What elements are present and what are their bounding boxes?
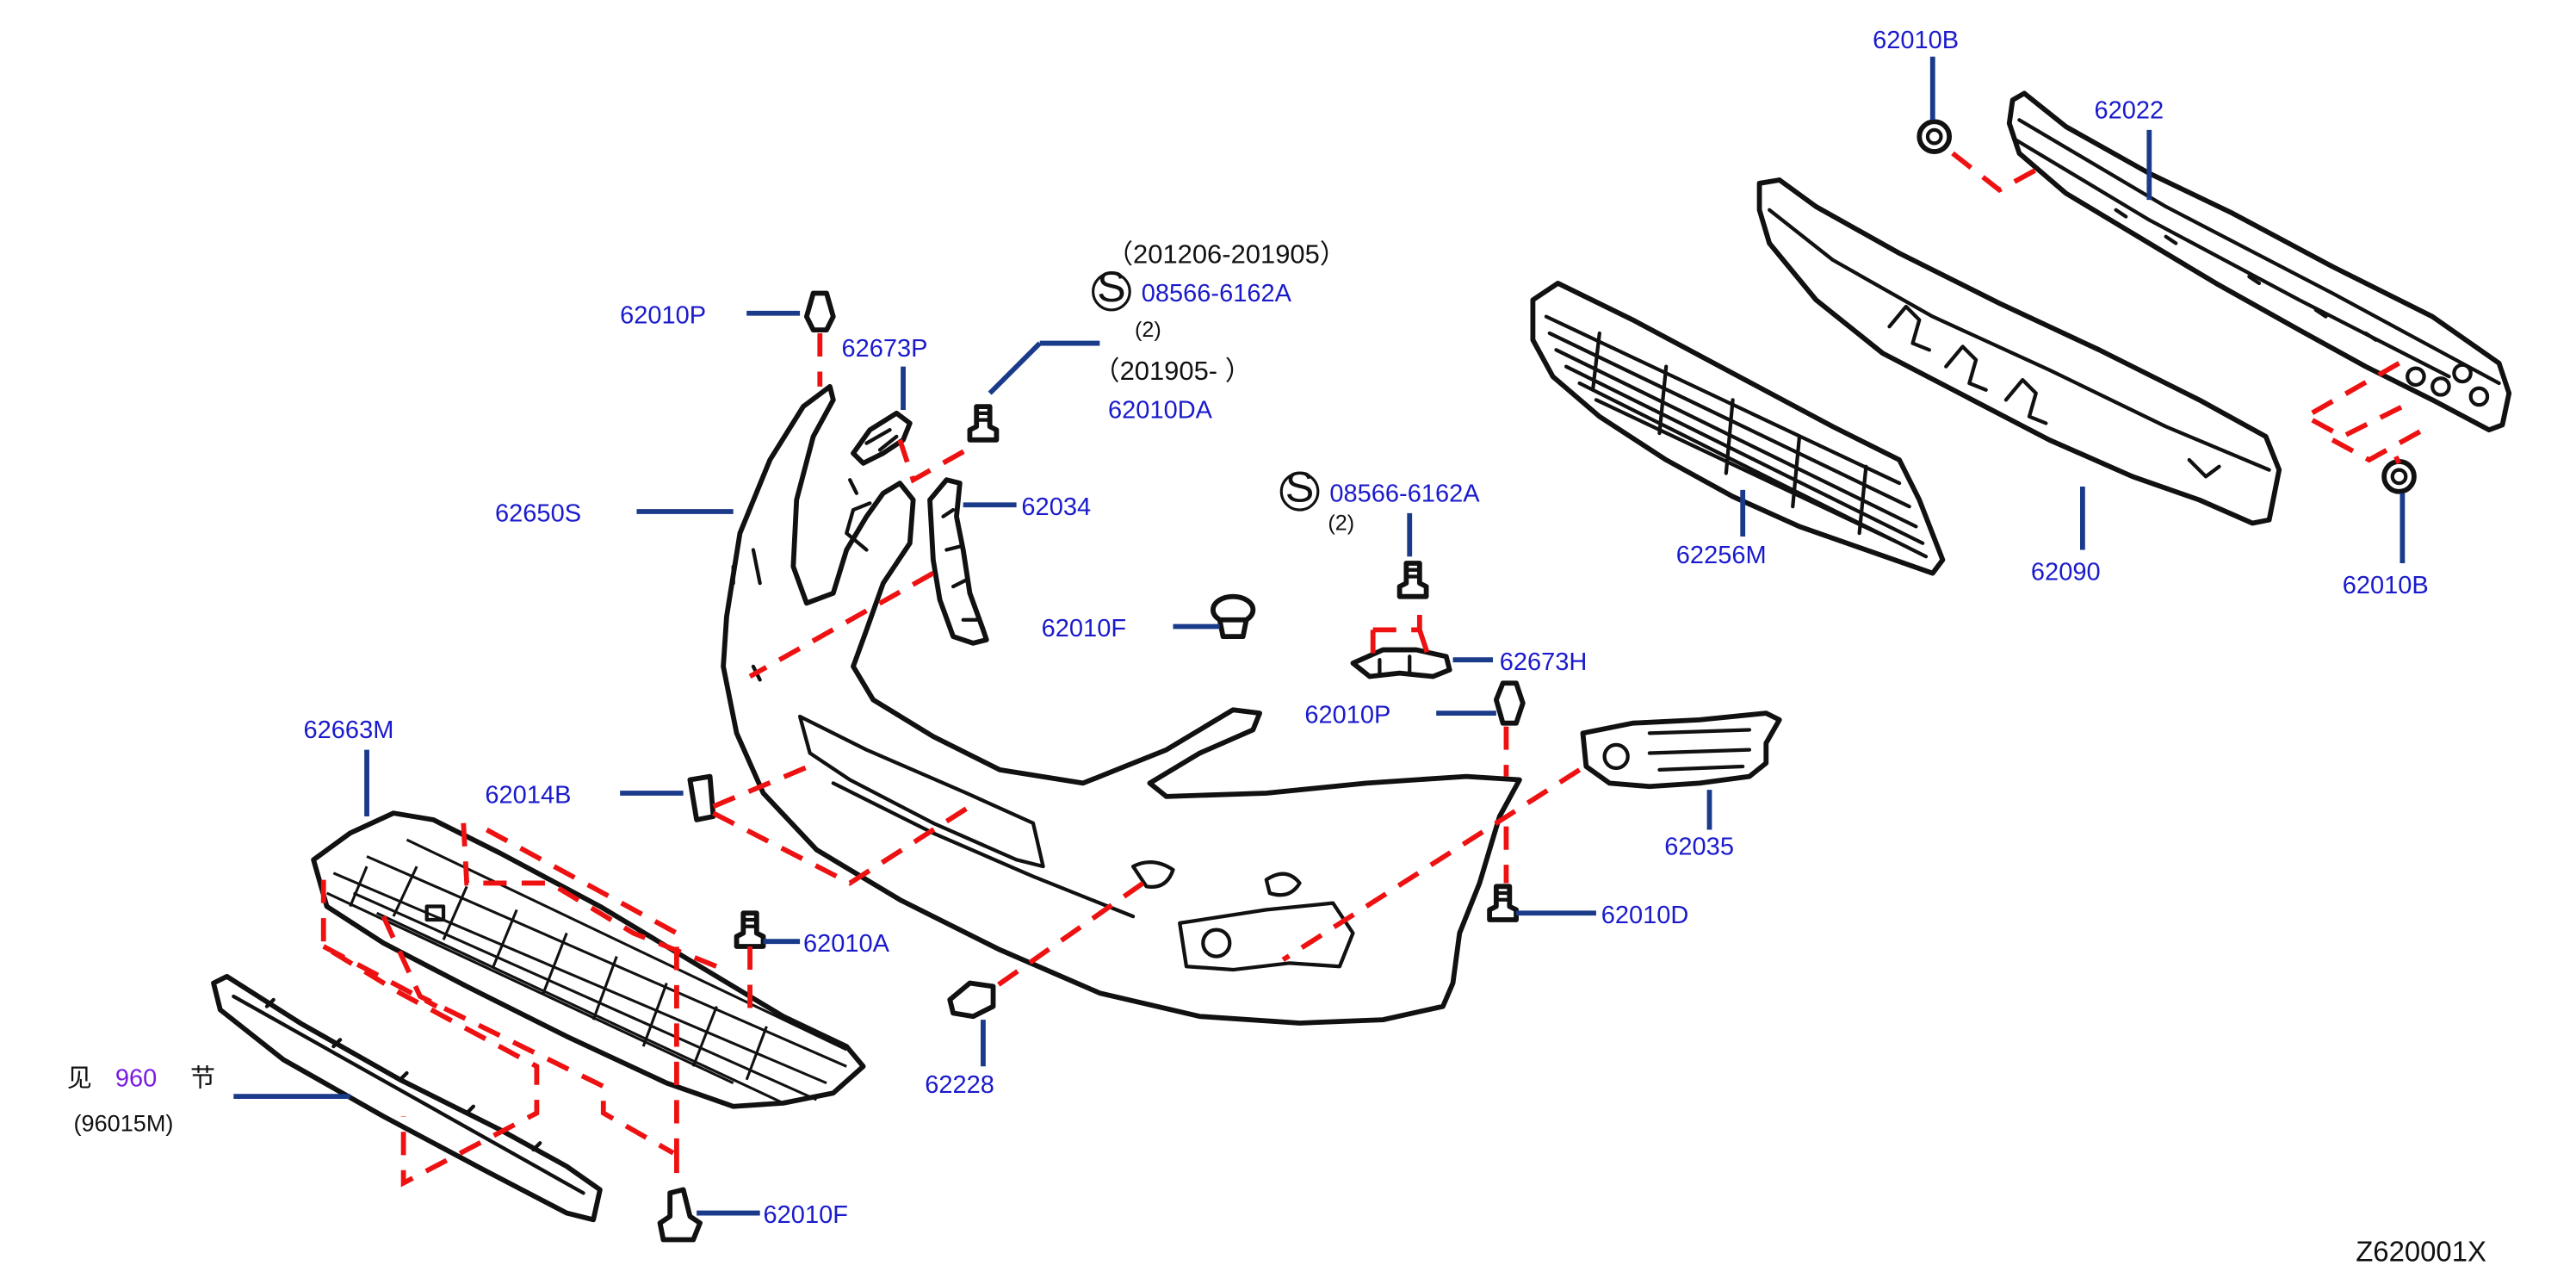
label-62010P-top[interactable]: 62010P (620, 301, 706, 329)
date-range-2: （201905- ） (1093, 356, 1252, 386)
quantity-1: (2) (1135, 318, 1161, 342)
screw-08566-right (1396, 561, 1429, 599)
label-62022[interactable]: 62022 (2094, 96, 2164, 124)
date-range-1: （201206-201905） (1106, 239, 1347, 270)
label-62010F-bottom[interactable]: 62010F (764, 1201, 848, 1229)
label-62010B-top[interactable]: 62010B (1873, 27, 1959, 54)
label-62010B-right[interactable]: 62010B (2343, 572, 2429, 599)
label-62673H[interactable]: 62673H (1500, 648, 1588, 676)
label-62010F-mid[interactable]: 62010F (1042, 615, 1126, 642)
label-08566-6162A-1[interactable]: 08566-6162A (1142, 280, 1292, 307)
reinforcement-beam-62022 (2006, 90, 2512, 433)
front-bumper-fascia-62650S (721, 383, 1522, 1026)
label-62010A[interactable]: 62010A (803, 930, 890, 958)
clip-62010P-mid (1493, 680, 1526, 726)
bolt-62010DA (967, 404, 1000, 443)
label-62010DA[interactable]: 62010DA (1108, 397, 1213, 425)
label-62256M[interactable]: 62256M (1676, 542, 1767, 569)
label-96015M: (96015M) (74, 1110, 174, 1137)
screw-62010D (1487, 884, 1519, 922)
retainer-62014B (687, 773, 716, 822)
grille-62256M (1530, 281, 1946, 576)
label-62014B[interactable]: 62014B (485, 782, 571, 810)
label-62034[interactable]: 62034 (1021, 493, 1091, 521)
leader-lines (233, 56, 2406, 1216)
fog-lamp-bezel-62035 (1580, 710, 1782, 790)
clip-62010F-bottom (657, 1187, 703, 1243)
screw-62010A (734, 910, 766, 949)
clip-62010F-mid (1211, 593, 1256, 639)
label-62035[interactable]: 62035 (1664, 834, 1734, 861)
label-62010D[interactable]: 62010D (1601, 902, 1689, 929)
cap-62228 (947, 980, 996, 1020)
figure-code: Z620001X (2356, 1236, 2486, 1268)
clip-62010P-top (803, 290, 836, 332)
svg-text:S: S (1285, 462, 1315, 511)
ref-prefix: 见 (67, 1064, 92, 1092)
energy-absorber-62090 (1756, 177, 2282, 526)
label-08566-6162A-2[interactable]: 08566-6162A (1329, 480, 1480, 507)
label-62090[interactable]: 62090 (2031, 558, 2101, 586)
label-62663M[interactable]: 62663M (304, 717, 394, 744)
part-labels: 62010B 62022 62010B 62090 62256M （201206… (67, 27, 2486, 1268)
bracket-62673H (1350, 647, 1452, 679)
label-62673P[interactable]: 62673P (841, 335, 927, 363)
under-cover-62663M (311, 810, 866, 1109)
label-62650S[interactable]: 62650S (495, 500, 581, 528)
s-symbol-2: S (1279, 462, 1320, 512)
label-62010P-mid[interactable]: 62010P (1304, 702, 1390, 729)
bracket-62034 (927, 477, 989, 646)
assembly-guides (320, 151, 2430, 1188)
svg-text:S: S (1097, 262, 1126, 311)
s-symbol-1: S (1092, 262, 1131, 312)
bracket-62673P (851, 410, 913, 466)
lower-strip-96015M (211, 973, 603, 1223)
ref-suffix: 节 (190, 1064, 215, 1092)
nut-62010B-top (1917, 119, 1953, 154)
label-62228[interactable]: 62228 (925, 1071, 994, 1099)
nut-62010B-right (2381, 459, 2417, 494)
quantity-2: (2) (1328, 511, 1354, 535)
ref-section-link[interactable]: 960 (115, 1064, 157, 1092)
